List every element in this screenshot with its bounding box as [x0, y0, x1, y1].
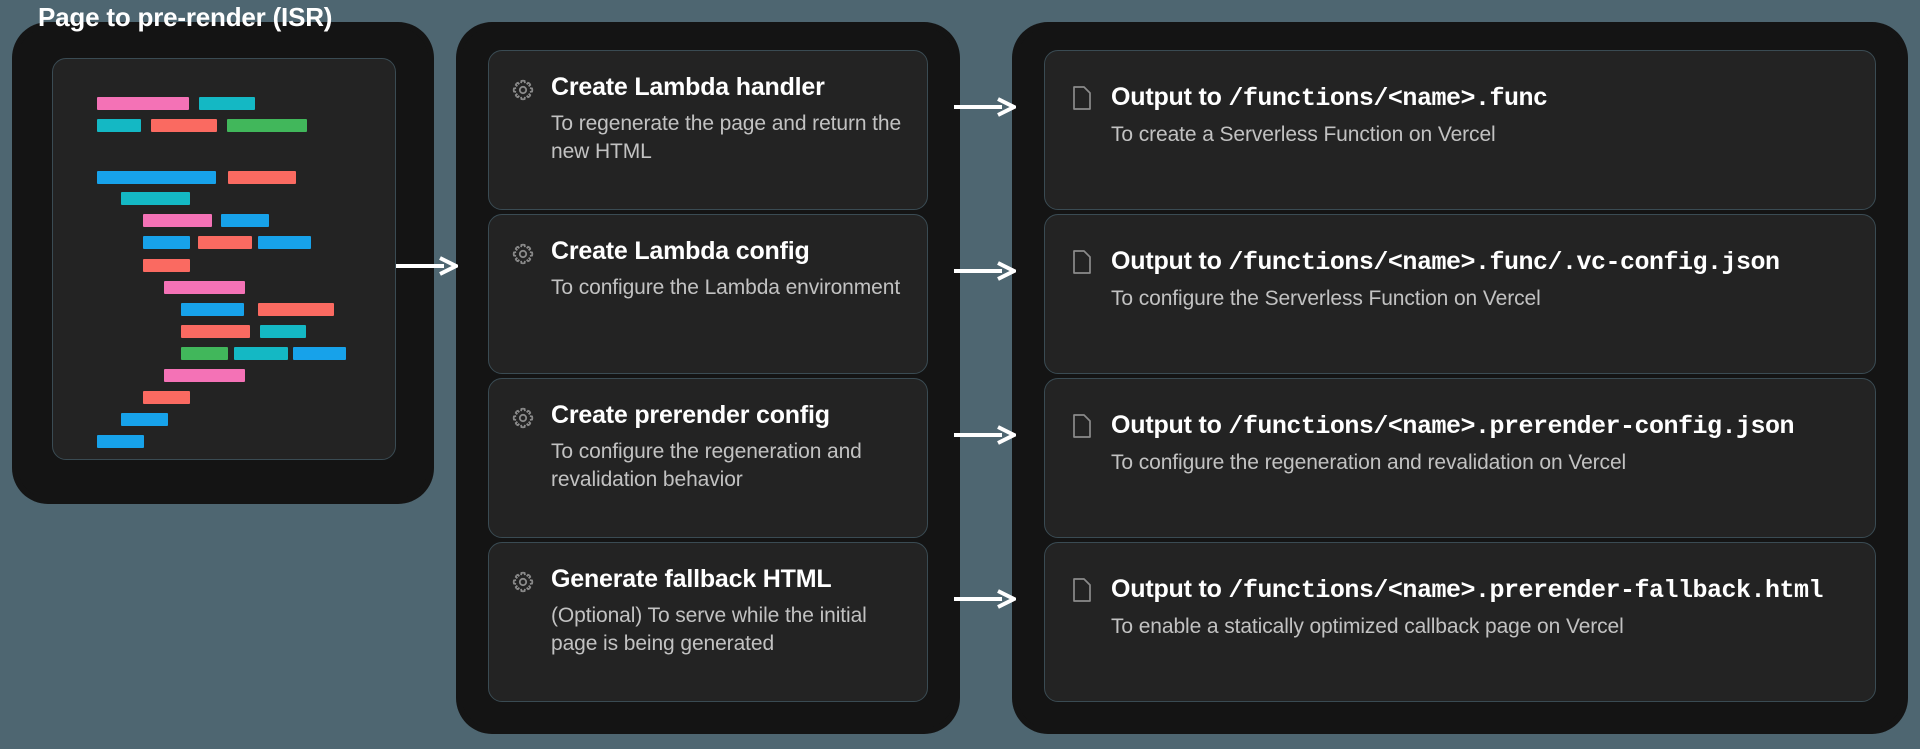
output-card-2-desc: To configure the Serverless Function on …: [1111, 287, 1541, 310]
step-card-1-desc: To regenerate the page and return the ne…: [551, 112, 902, 163]
output-card-1[interactable]: Output to /functions/<name>.func To crea…: [1044, 50, 1876, 210]
output-card-2[interactable]: Output to /functions/<name>.func/.vc-con…: [1044, 214, 1876, 374]
step-card-1-title: Create Lambda handler: [551, 73, 825, 101]
code-line-bar: [221, 214, 269, 227]
output-card-1-desc: To create a Serverless Function on Verce…: [1111, 123, 1496, 146]
code-line-bar: [293, 347, 346, 360]
step-card-3[interactable]: Create prerender config To configure the…: [488, 378, 928, 538]
build-outputs-group: Output to /functions/<name>.func To crea…: [1018, 28, 1902, 728]
output-card-3-desc: To configure the regeneration and revali…: [1111, 451, 1627, 474]
code-line-bar: [234, 347, 288, 360]
code-line-bar: [143, 259, 190, 272]
arrow-step2-to-output2: [954, 260, 1016, 282]
code-line-bar: [143, 391, 190, 404]
step-card-3-head: Create prerender config: [511, 401, 905, 430]
page-title: Page to pre-render (ISR): [38, 2, 333, 32]
output-card-4-title: Output to /functions/<name>.prerender-fa…: [1111, 575, 1824, 605]
output-card-3[interactable]: Output to /functions/<name>.prerender-co…: [1044, 378, 1876, 538]
code-line-bar: [121, 413, 168, 426]
step-card-3-title: Create prerender config: [551, 401, 830, 429]
output-card-4-label: Output to: [1111, 575, 1229, 603]
code-line-bar: [97, 119, 141, 132]
output-card-4-head: Output to /functions/<name>.prerender-fa…: [1071, 575, 1849, 605]
arrow-step4-to-output4: [954, 588, 1016, 610]
code-line-bar: [199, 97, 255, 110]
gear-icon: [511, 570, 535, 594]
output-card-4-desc: To enable a statically optimized callbac…: [1111, 615, 1624, 638]
output-card-3-label: Output to: [1111, 411, 1229, 439]
code-line-bar: [198, 236, 252, 249]
code-line-bar: [97, 97, 189, 110]
code-preview-panel: [52, 58, 396, 460]
step-card-1-head: Create Lambda handler: [511, 73, 905, 102]
output-card-2-label: Output to: [1111, 247, 1229, 275]
gear-icon: [511, 242, 535, 266]
output-card-1-path: /functions/<name>.func: [1228, 84, 1548, 113]
file-icon: [1071, 413, 1093, 439]
step-card-4-desc: (Optional) To serve while the initial pa…: [551, 604, 867, 655]
output-card-3-head: Output to /functions/<name>.prerender-co…: [1071, 411, 1849, 441]
output-card-1-label: Output to: [1111, 83, 1229, 111]
gear-icon: [511, 406, 535, 430]
code-line-bar: [151, 119, 217, 132]
source-group: [18, 28, 428, 498]
code-line-bar: [258, 303, 334, 316]
step-card-2-desc: To configure the Lambda environment: [551, 276, 901, 299]
arrow-source-to-steps: [396, 255, 458, 277]
code-line-bar: [181, 325, 250, 338]
code-line-bar: [258, 236, 311, 249]
code-line-bar: [143, 214, 212, 227]
output-card-2-head: Output to /functions/<name>.func/.vc-con…: [1071, 247, 1849, 277]
output-card-2-path: /functions/<name>.func/.vc-config.json: [1228, 248, 1780, 277]
file-icon: [1071, 577, 1093, 603]
step-card-1[interactable]: Create Lambda handler To regenerate the …: [488, 50, 928, 210]
step-card-4-head: Generate fallback HTML: [511, 565, 905, 594]
output-card-3-title: Output to /functions/<name>.prerender-co…: [1111, 411, 1795, 441]
code-line-bar: [164, 281, 245, 294]
output-card-1-head: Output to /functions/<name>.func: [1071, 83, 1849, 113]
step-card-2[interactable]: Create Lambda config To configure the La…: [488, 214, 928, 374]
code-line-bar: [121, 192, 190, 205]
code-line-bar: [260, 325, 306, 338]
step-card-2-title: Create Lambda config: [551, 237, 810, 265]
output-card-4-path: /functions/<name>.prerender-fallback.htm…: [1228, 576, 1824, 605]
output-card-1-title: Output to /functions/<name>.func: [1111, 83, 1548, 113]
arrow-step1-to-output1: [954, 96, 1016, 118]
arrow-step3-to-output3: [954, 424, 1016, 446]
code-line-bar: [164, 369, 245, 382]
gear-icon: [511, 78, 535, 102]
output-card-4[interactable]: Output to /functions/<name>.prerender-fa…: [1044, 542, 1876, 702]
code-line-bar: [97, 435, 144, 448]
code-line-bar: [181, 347, 228, 360]
step-card-4[interactable]: Generate fallback HTML (Optional) To ser…: [488, 542, 928, 702]
step-card-3-desc: To configure the regeneration and revali…: [551, 440, 862, 491]
code-line-bar: [228, 171, 296, 184]
step-card-2-head: Create Lambda config: [511, 237, 905, 266]
code-line-bar: [97, 171, 216, 184]
output-card-2-title: Output to /functions/<name>.func/.vc-con…: [1111, 247, 1780, 277]
build-steps-group: Create Lambda handler To regenerate the …: [462, 28, 954, 728]
file-icon: [1071, 249, 1093, 275]
code-line-bar: [143, 236, 190, 249]
code-line-bar: [227, 119, 307, 132]
output-card-3-path: /functions/<name>.prerender-config.json: [1228, 412, 1795, 441]
file-icon: [1071, 85, 1093, 111]
code-line-bar: [181, 303, 244, 316]
step-card-4-title: Generate fallback HTML: [551, 565, 832, 593]
